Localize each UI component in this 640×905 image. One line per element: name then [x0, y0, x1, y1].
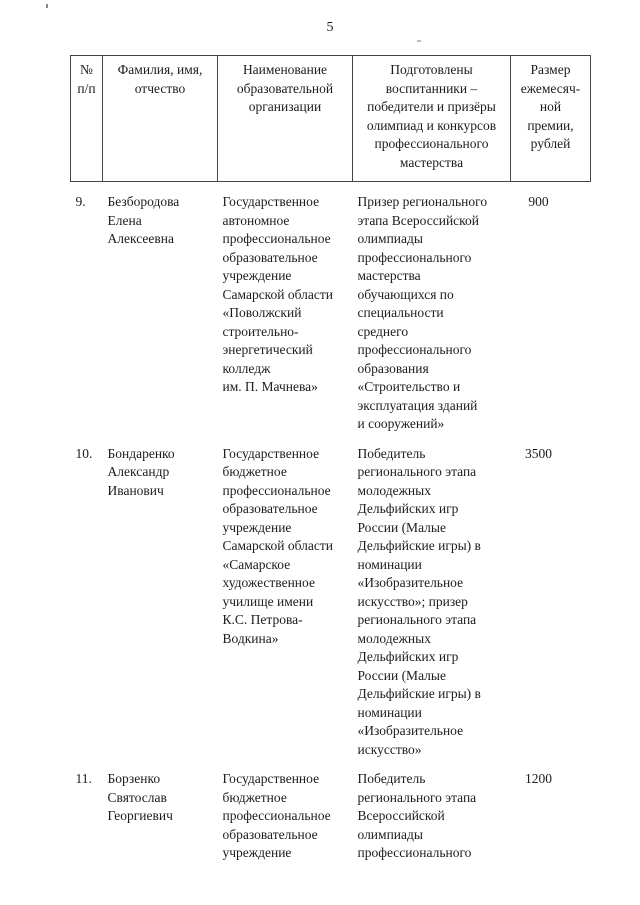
row-organization: Государственное автономное профессиональ… — [222, 194, 334, 394]
header-cell-premium-amount: Размер ежемесяч- ной премии, рублей — [510, 55, 591, 182]
header-cell-organization: Наименование образовательной организации — [217, 55, 353, 182]
row-number: 10. — [75, 445, 93, 461]
scan-artifact — [417, 40, 421, 42]
row-organization: Государственное бюджетное профессиональн… — [222, 445, 334, 646]
header-cell-achievement: Подготовлены воспитанники – победители и… — [352, 55, 511, 182]
scan-artifact — [46, 4, 48, 8]
header-cell-full-name: Фамилия, имя, отчество — [102, 55, 218, 182]
premium-recipients-table: № п/п Фамилия, имя, отчество Наименовани… — [70, 55, 591, 863]
row-premium-amount: 3500 — [525, 445, 552, 461]
header-cell-number: № п/п — [70, 55, 103, 182]
table-row: 11. Борзенко Святослав Георгиевич Госуда… — [71, 759, 591, 863]
row-full-name: Борзенко Святослав Георгиевич — [107, 771, 173, 823]
row-number: 9. — [75, 194, 86, 209]
row-achievement: Призер регионального этапа Всероссийской… — [357, 194, 488, 431]
row-organization: Государственное бюджетное профессиональн… — [222, 771, 331, 860]
table-row: 10. Бондаренко Александр Иванович Госуда… — [71, 434, 591, 760]
table-row: 9. Безбородова Елена Алексеевна Государс… — [71, 182, 591, 434]
row-full-name: Безбородова Елена Алексеевна — [107, 194, 180, 246]
row-number: 11. — [75, 771, 92, 786]
table-header-row: № п/п Фамилия, имя, отчество Наименовани… — [70, 55, 591, 182]
row-premium-amount: 1200 — [525, 771, 552, 786]
row-full-name: Бондаренко Александр Иванович — [107, 445, 175, 498]
row-achievement: Победитель регионального этапа Всероссий… — [357, 771, 477, 860]
row-premium-amount: 900 — [528, 194, 549, 209]
row-achievement: Победитель регионального этапа молодежны… — [357, 445, 481, 757]
page-number: 5 — [326, 20, 334, 35]
